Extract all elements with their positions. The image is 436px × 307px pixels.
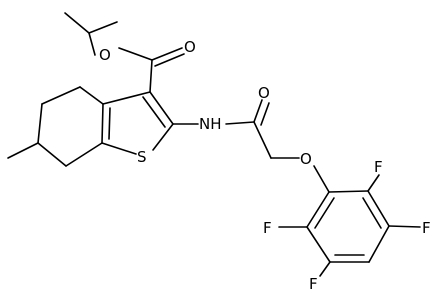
bond-ester-o-to-c: [118, 47, 153, 61]
bond-c3a-c7a-1: [101, 103, 104, 144]
bond-amide-carbonyl-2: [260, 102, 270, 126]
bond-c5-c6: [37, 103, 43, 144]
bond-ester-carbonyl-1: [151, 47, 183, 61]
atom-f-ortho-top: F: [374, 158, 383, 176]
bond-ar-c2-c3-2: [362, 197, 382, 229]
bond-c2-f: [367, 174, 380, 192]
bond-isopropyl-to-ester-o: [88, 32, 96, 56]
bond-c3a-c4: [79, 86, 104, 105]
bond-c3-c2-1: [149, 91, 174, 125]
atom-f-meta-right: F: [422, 219, 431, 237]
atom-f-meta-bottom: F: [309, 275, 318, 293]
bond-c4-c5: [41, 86, 81, 105]
bond-ar-c1-c2: [328, 190, 369, 193]
bond-ar-c6-c1-2: [314, 197, 335, 229]
bond-ar-c5-c6: [306, 226, 331, 263]
atom-o-ester: O: [99, 46, 111, 64]
atom-labels: O O O NH S O F F F F: [99, 38, 431, 293]
bond-c5-f: [319, 261, 331, 277]
bond-c3-c2-2: [142, 96, 166, 128]
bond-nh-amide-c: [225, 121, 255, 125]
bond-isopropyl-methyl-left: [64, 12, 90, 34]
bonds: [7, 12, 421, 277]
bond-c3-c3a: [102, 91, 151, 105]
bond-ester-carbonyl-2: [154, 53, 185, 67]
atom-o-carbonyl-ester: O: [184, 38, 196, 56]
atom-nh: NH: [199, 115, 222, 133]
atom-o-ether: O: [300, 150, 312, 168]
bond-ar-c3-c4: [368, 225, 390, 263]
bond-amide-carbonyl-1: [253, 99, 263, 123]
bond-c3a-c7a-2: [108, 107, 111, 140]
bond-ar-c2-c3-1: [367, 190, 390, 227]
atom-o-carbonyl-amide: O: [258, 84, 270, 102]
atom-f-ortho-left: F: [263, 219, 272, 237]
bond-c6-methyl: [7, 142, 39, 159]
bond-amide-c-ch2: [253, 121, 272, 159]
bond-c3-f: [388, 225, 421, 228]
bond-c7-c7a: [65, 142, 103, 167]
bond-s-c7a: [101, 142, 137, 155]
atom-s: S: [137, 148, 147, 166]
bond-o-ether-ring: [313, 165, 330, 193]
bond-ar-c6-c1-1: [306, 191, 330, 228]
bond-ester-c-to-ring: [149, 59, 153, 93]
bond-isopropyl-methyl-right: [88, 21, 118, 34]
bond-c2-s: [152, 123, 174, 151]
bond-c6-c7: [37, 142, 67, 167]
